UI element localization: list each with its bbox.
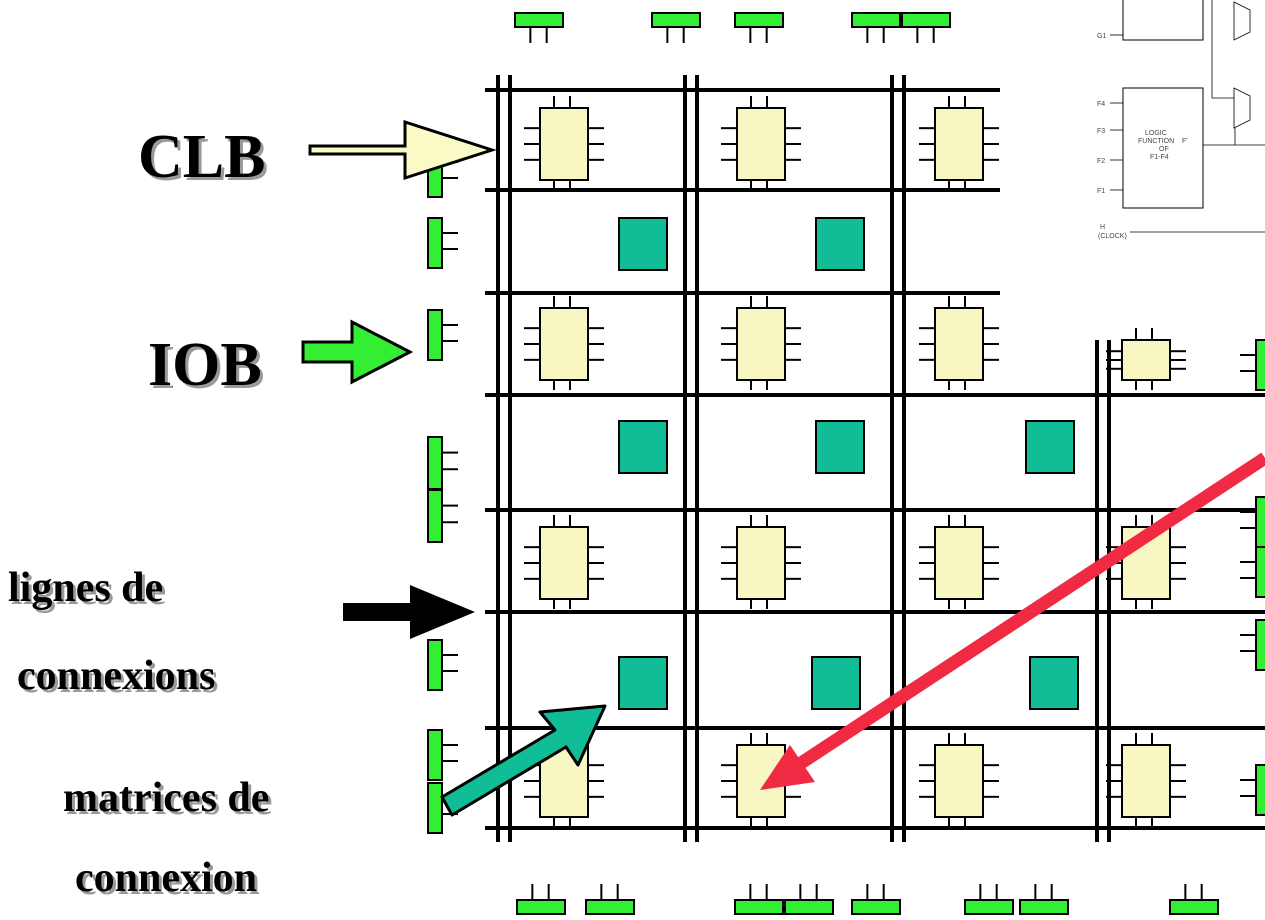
clb-block [736, 307, 786, 381]
iob-label: IOB [148, 331, 262, 399]
iob-block [516, 899, 566, 915]
inset-box-logic [1122, 87, 1204, 209]
clb-block [934, 107, 984, 181]
switch-matrix-label-line1: matrices de [63, 775, 270, 821]
inset-logic-line3: OF [1159, 146, 1169, 153]
inset-f-out: F' [1182, 138, 1188, 145]
switch-matrix [815, 217, 865, 271]
switch-matrix [815, 420, 865, 474]
iob-block [964, 899, 1014, 915]
switch-matrix [1025, 420, 1075, 474]
clb-zoom-red-arrow [760, 452, 1265, 790]
switch-matrix [618, 656, 668, 710]
clb-label: CLB [138, 123, 266, 191]
clb-block [736, 107, 786, 181]
clb-block [1121, 339, 1171, 381]
inset-logic-line1: LOGIC [1145, 130, 1167, 137]
iob-block [1255, 339, 1265, 391]
inset-label-f1: F1 [1097, 188, 1105, 195]
inset-label-f2: F2 [1097, 158, 1105, 165]
switch-matrix-label-line2: connexion [75, 855, 258, 901]
iob-block [427, 729, 443, 781]
switch-matrix [1029, 656, 1079, 710]
switch-matrix [618, 217, 668, 271]
inset-label-f4: F4 [1097, 101, 1105, 108]
mux-bottom [1233, 87, 1251, 129]
iob-block [1255, 496, 1265, 548]
switch-matrix [618, 420, 668, 474]
iob-block [1019, 899, 1069, 915]
inset-label-clock: (CLOCK) [1098, 233, 1127, 240]
routing-lines-label-line2: connexions [17, 653, 216, 699]
iob-block [734, 12, 784, 28]
inset-label-g1: G1 [1097, 33, 1106, 40]
iob-block [651, 12, 701, 28]
clb-block [934, 744, 984, 818]
switch-matrices [618, 217, 1079, 710]
iob-block [427, 309, 443, 361]
clb-block [1121, 744, 1171, 818]
iob-block [734, 899, 784, 915]
mux-top [1233, 1, 1251, 41]
lines-arrow [343, 585, 475, 639]
iob-block [1255, 764, 1265, 816]
iob-block [585, 899, 635, 915]
clb-block [539, 107, 589, 181]
iob-block [427, 217, 443, 269]
iob-block [901, 12, 951, 28]
clb-block [736, 526, 786, 600]
iob-arrow [301, 319, 414, 385]
iob-block [427, 489, 443, 543]
inset-logic-line2: FUNCTION [1138, 138, 1174, 145]
iob-block [514, 12, 564, 28]
iob-block [1255, 619, 1265, 671]
switch-matrix [811, 656, 861, 710]
clb-schematic-inset: G1 F4 F3 F2 F1 LOGIC FUNCTION OF F1-F4 F… [1097, 0, 1265, 240]
iob-block [1169, 899, 1219, 915]
iob-block [427, 436, 443, 490]
clb-arrow [308, 119, 497, 181]
clb-block [539, 307, 589, 381]
iob-block [851, 12, 901, 28]
iob-block [427, 782, 443, 834]
iob-block [784, 899, 834, 915]
matrix-arrow [440, 704, 607, 817]
clb-block [539, 526, 589, 600]
inset-box-top [1122, 0, 1204, 41]
iob-block [427, 639, 443, 691]
inset-logic-line4: F1-F4 [1150, 154, 1169, 161]
inset-label-h: H [1100, 224, 1105, 231]
iob-blocks [427, 12, 1265, 915]
iob-block [851, 899, 901, 915]
routing-lines [485, 75, 1265, 842]
clb-block [934, 307, 984, 381]
routing-lines-label-line1: lignes de [8, 565, 164, 611]
iob-block [1255, 546, 1265, 598]
clb-block [934, 526, 984, 600]
inset-label-f3: F3 [1097, 128, 1105, 135]
